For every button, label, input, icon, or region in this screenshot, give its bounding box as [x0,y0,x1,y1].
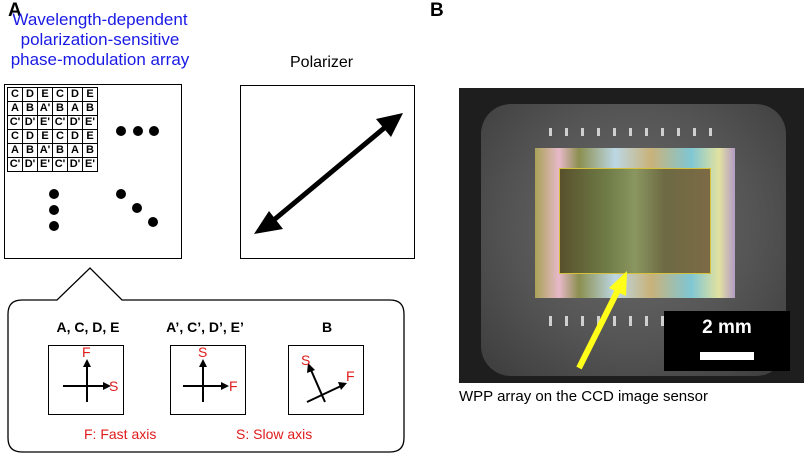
scale-bar [700,352,754,360]
scale-bar-label: 2 mm [702,317,752,338]
cell-2-axis-f: F [229,378,238,394]
array-title-line-2: polarization-sensitive [20,30,180,49]
polarizer-box [240,85,415,259]
dot-col-1 [49,189,59,199]
cell-label-3: B [321,319,333,335]
grid-cell: E [82,129,98,144]
grid-row: C'D'E'C'D'E' [7,115,98,130]
cell-label-2: A’, C’, D’, E’ [166,319,244,335]
array-title: Wavelength-dependent polarization-sensit… [0,10,200,70]
cell-box-2: S F [170,344,246,415]
panel-a-label: A [8,0,22,21]
panel-b-label: B [430,0,444,21]
legend-slow-axis: S: Slow axis [236,426,313,442]
ccd-active-area [559,168,711,274]
polarizer-arrow-icon [254,113,403,234]
dot-col-3 [49,221,59,231]
cell-1-axis-s: S [109,378,119,394]
bond-pads-top [549,128,724,136]
dot-row-3 [149,126,159,136]
dot-row-1 [116,126,126,136]
cell-2-axis-s: S [198,344,208,360]
legend-fast-axis: F: Fast axis [84,426,157,442]
cell-3-axis-f: F [346,368,355,384]
cell-box-1: F S [48,344,124,415]
array-title-line-3: phase-modulation array [10,50,190,69]
cell-label-1: A, C, D, E [56,319,120,335]
photo-caption: WPP array on the CCD image sensor [459,388,708,405]
axes-icon-3 [306,363,347,403]
dot-diag-3 [148,217,158,227]
dot-row-2 [133,126,143,136]
pointer-arrow-icon [576,271,627,370]
axes-icon-2 [183,359,229,402]
dot-diag-2 [132,203,142,213]
cell-3-axis-s: S [301,352,311,368]
cell-box-3: S F [288,345,364,415]
dot-diag-1 [116,189,126,199]
axes-icon-1 [63,359,111,402]
polarizer-label: Polarizer [290,54,354,71]
grid-row: C'D'E'C'D'E' [7,157,98,172]
grid-cell: E' [82,157,98,172]
cell-1-axis-f: F [82,344,91,360]
sensor-photo: 2 mm [459,88,804,383]
scale-bar-box: 2 mm [664,311,790,371]
dot-col-2 [49,205,59,215]
bond-pads-bottom [549,316,724,326]
array-title-line-1: Wavelength-dependent [12,10,188,29]
